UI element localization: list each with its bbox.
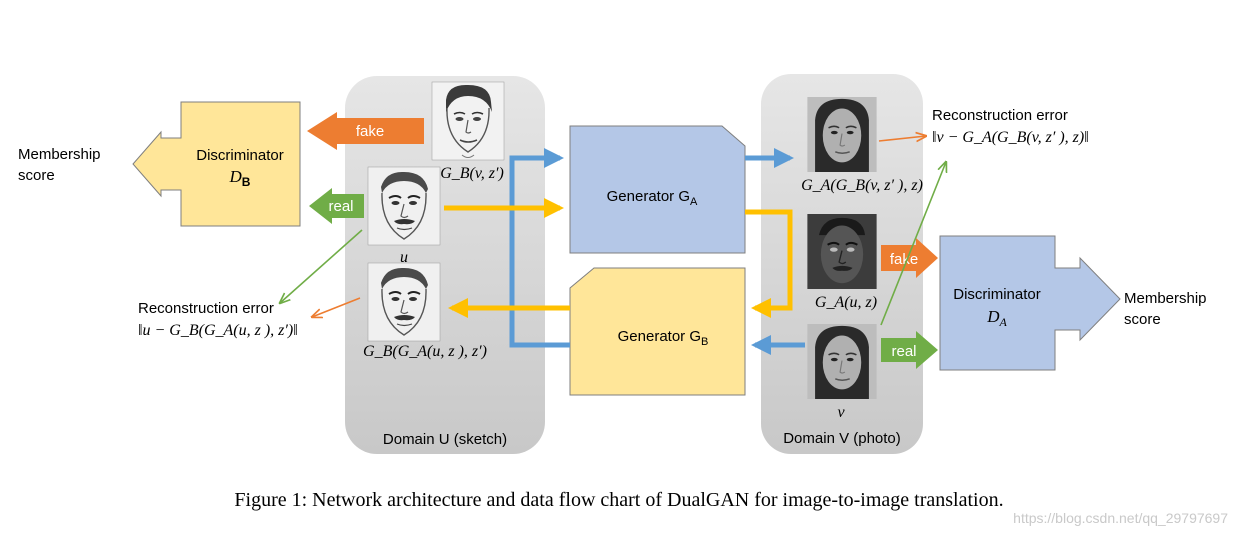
dark-face-icon: [806, 214, 878, 289]
label-gb-ga-u: G_B(G_A(u, z ), z′): [363, 343, 487, 360]
label-v: v: [837, 404, 845, 421]
recon-left-green-line: [280, 229, 363, 303]
label-gb-v-z: G_B(v, z′): [440, 165, 504, 182]
recon-left-title: Reconstruction error: [138, 300, 274, 317]
recon-left-formula: ‖u − G_B(G_A(u, z ), z′)‖: [138, 322, 298, 339]
discriminator-b-symbol: DB: [229, 167, 251, 189]
membership-right-line2: score: [1124, 311, 1161, 328]
yellow-arrow-ga-to-gb: [745, 209, 793, 318]
sketch-face-icon: [432, 82, 504, 160]
generator-b-block: [569, 267, 746, 396]
domain-u-label: Domain U (sketch): [383, 431, 507, 448]
recon-left-orange-line: [312, 297, 361, 317]
membership-right-line1: Membership: [1124, 290, 1207, 307]
fake-arrow-left: [307, 112, 424, 150]
discriminator-b-title: Discriminator: [196, 147, 284, 164]
membership-left-line1: Membership: [18, 146, 101, 163]
generator-b-label: Generator GB: [618, 328, 709, 348]
photo-face-icon: [806, 97, 878, 172]
photo-face-icon: [806, 324, 878, 399]
label-ga-gb-v: G_A(G_B(v, z′ ), z): [801, 177, 923, 194]
fake-arrow-right: [881, 238, 938, 278]
real-arrow-left: [309, 188, 364, 224]
discriminator-b-block: [132, 101, 301, 227]
sketch-face-icon: [368, 167, 440, 245]
discriminator-a-block: [939, 235, 1121, 371]
real-arrow-right: [881, 331, 938, 369]
watermark: https://blog.csdn.net/qq_29797697: [1013, 510, 1228, 526]
domain-v-label: Domain V (photo): [783, 430, 901, 447]
sketch-face-icon: [368, 263, 440, 341]
membership-left-line2: score: [18, 167, 55, 184]
recon-right-formula: ‖v − G_A(G_B(v, z′ ), z)‖: [932, 129, 1089, 146]
recon-right-orange-line: [878, 136, 926, 141]
discriminator-a-title: Discriminator: [953, 286, 1041, 303]
recon-right-green-line: [880, 162, 946, 326]
figure-caption: Figure 1: Network architecture and data …: [234, 489, 1003, 511]
label-ga-u-z: G_A(u, z): [815, 294, 877, 311]
real-tag-right: real: [891, 343, 916, 360]
generator-a-label: Generator GA: [607, 188, 698, 208]
label-u: u: [400, 249, 408, 266]
recon-right-title: Reconstruction error: [932, 107, 1068, 124]
blue-loop-arrow: [509, 148, 570, 348]
discriminator-a-symbol: DA: [986, 307, 1007, 329]
fake-tag-right: fake: [890, 251, 918, 268]
fake-tag-left: fake: [356, 123, 384, 140]
real-tag-left: real: [328, 198, 353, 215]
generator-a-block: [569, 125, 746, 254]
